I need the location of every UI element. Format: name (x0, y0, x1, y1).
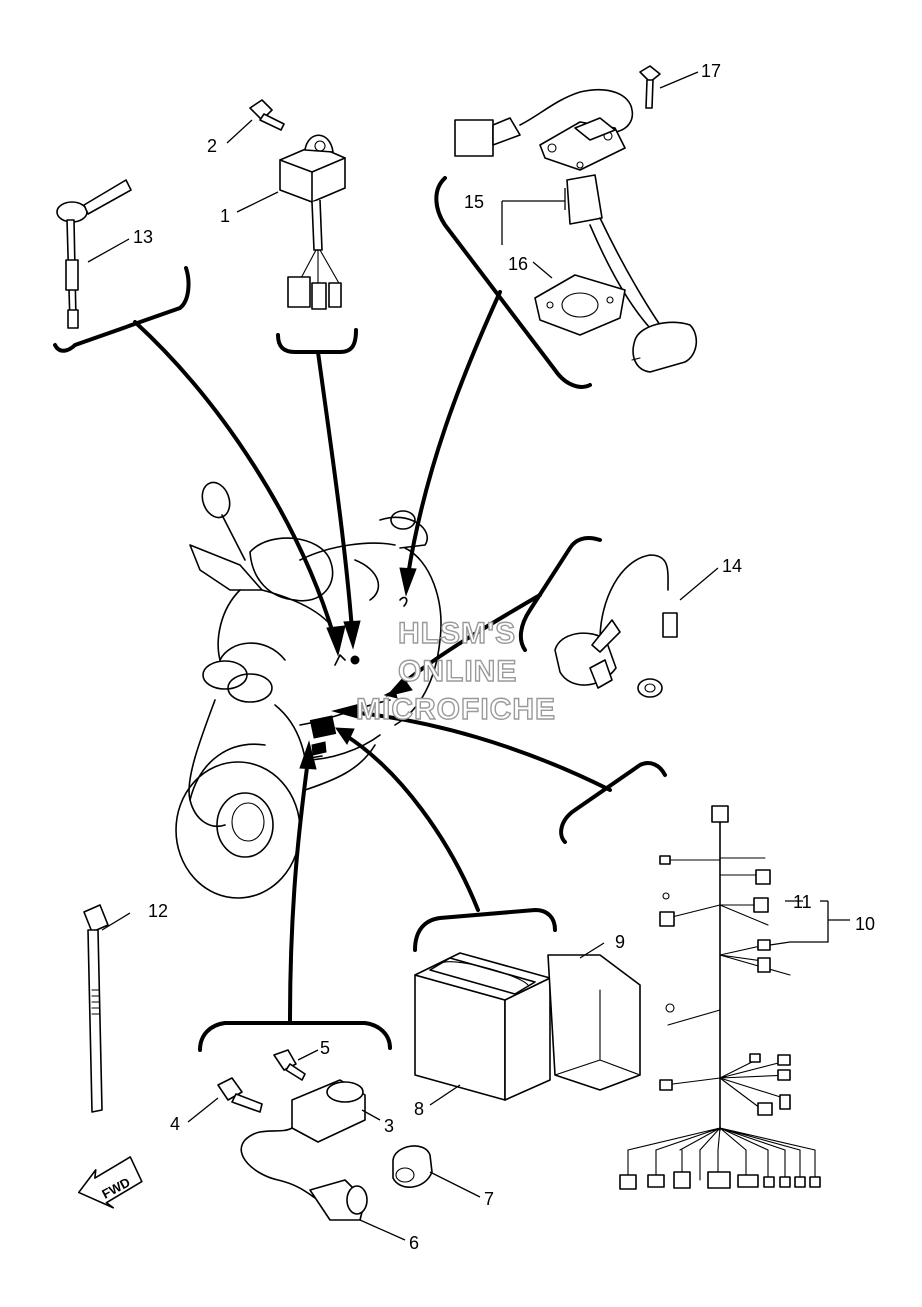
pointer-lines (53, 176, 667, 1052)
callout-1: 1 (220, 206, 230, 226)
part-3-ignition-coil (240, 1079, 368, 1221)
part-9-battery-cover (547, 954, 641, 1091)
callout-9: 9 (615, 932, 625, 952)
watermark-line-3: MICROFICHE (356, 693, 556, 726)
callout-13: 13 (133, 227, 153, 247)
callout-16: 16 (508, 254, 528, 274)
callout-12: 12 (148, 901, 168, 921)
location-marks (309, 596, 408, 759)
callout-7: 7 (484, 1189, 494, 1209)
fwd-arrow: FWD (77, 1156, 143, 1209)
callout-10: 10 (855, 914, 875, 934)
part-7-plug-cap (392, 1145, 433, 1188)
part-2-screw (249, 99, 285, 131)
part-10-harness (619, 805, 821, 1190)
part-1-regulator (279, 134, 346, 310)
callout-17: 17 (701, 61, 721, 81)
part-4-screw (217, 1077, 263, 1113)
part-15-fuel-sender (454, 88, 698, 373)
callout-15: 15 (464, 192, 484, 212)
part-12-cable-tie (83, 904, 109, 1113)
callout-4: 4 (170, 1114, 180, 1134)
scooter-outline (175, 481, 442, 899)
part-17-bolt (639, 65, 661, 109)
part-13-plug-lead (56, 179, 132, 329)
watermark-line-2: ONLINE (398, 655, 517, 688)
part-14-switch (554, 554, 678, 698)
callout-6: 6 (409, 1233, 419, 1253)
callout-5: 5 (320, 1038, 330, 1058)
callout-11: 11 (793, 892, 812, 912)
callouts: 1 2 3 4 5 6 7 8 9 10 11 12 13 14 15 16 1… (133, 61, 875, 1253)
leader-lines (87, 71, 850, 1241)
part-5-screw (273, 1049, 306, 1081)
watermark-line-1: HLSM'S (398, 617, 516, 650)
part-16-gasket (534, 274, 626, 336)
part-8-battery (414, 952, 551, 1101)
callout-14: 14 (722, 556, 742, 576)
callout-3: 3 (384, 1116, 394, 1136)
callout-2: 2 (207, 136, 217, 156)
watermark: HLSM'S ONLINE MICROFICHE (355, 616, 556, 726)
callout-8: 8 (414, 1099, 424, 1119)
